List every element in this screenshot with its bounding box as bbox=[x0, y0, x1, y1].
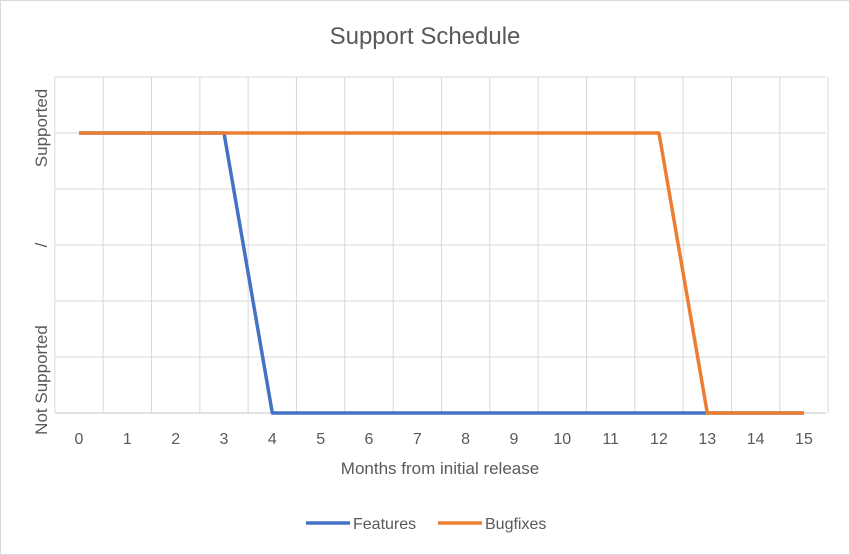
x-tick-label: 1 bbox=[123, 431, 132, 448]
x-tick-label: 14 bbox=[747, 431, 765, 448]
y-axis-title: Not Supported / Supported bbox=[32, 89, 51, 435]
x-tick-label: 5 bbox=[316, 431, 325, 448]
x-tick-label: 13 bbox=[698, 431, 716, 448]
x-tick-label: 6 bbox=[365, 431, 374, 448]
x-tick-label: 9 bbox=[510, 431, 519, 448]
x-tick-label: 0 bbox=[75, 431, 84, 448]
x-tick-label: 12 bbox=[650, 431, 668, 448]
y-axis-title-line: Not Supported bbox=[32, 325, 51, 435]
x-tick-label: 3 bbox=[220, 431, 229, 448]
series-line-bugfixes bbox=[79, 131, 804, 415]
x-tick-label: 8 bbox=[461, 431, 470, 448]
grid-layer bbox=[54, 76, 829, 414]
chart-title: Support Schedule bbox=[330, 23, 521, 50]
y-axis-title-line: / bbox=[32, 242, 51, 247]
x-tick-label: 7 bbox=[413, 431, 422, 448]
series-layer bbox=[79, 131, 804, 415]
legend-label: Features bbox=[353, 516, 416, 533]
legend-label: Bugfixes bbox=[485, 516, 546, 533]
y-axis-title-line: Supported bbox=[32, 89, 51, 167]
x-tick-label: 10 bbox=[553, 431, 571, 448]
x-axis-title: Months from initial release bbox=[341, 459, 539, 478]
legend: Features Bugfixes bbox=[306, 516, 546, 533]
x-tick-label: 4 bbox=[268, 431, 277, 448]
x-tick-label: 2 bbox=[171, 431, 180, 448]
x-tick-label: 11 bbox=[602, 431, 619, 448]
x-tick-label: 15 bbox=[795, 431, 813, 448]
